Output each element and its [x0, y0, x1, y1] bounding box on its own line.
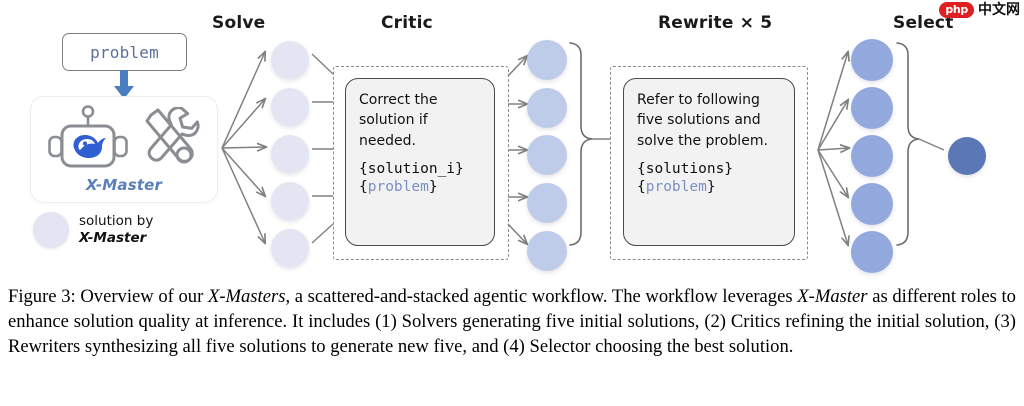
- solve-to-critic-connectors: [311, 53, 334, 244]
- caption-text: as different roles to enhance solution q…: [8, 286, 1016, 358]
- critic-prompt-dashed-region: [333, 66, 509, 260]
- solution-circle-rewrite-2: [851, 87, 893, 129]
- solution-circle-rewrite-4: [851, 183, 893, 225]
- rewrite-prompt-dashed-region: [610, 66, 808, 260]
- solution-circle-rewrite-3: [851, 135, 893, 177]
- solution-circle-critic-4: [527, 183, 567, 223]
- solution-circle-critic-2: [527, 88, 567, 128]
- solution-circle-rewrite-5: [851, 231, 893, 273]
- solution-circle-solve-3: [271, 135, 309, 173]
- rewrite-prompt-variable-1: {solutions}: [637, 160, 734, 177]
- brace-to-final-connector: [918, 138, 945, 151]
- workflow-diagram: Solve Critic Rewrite × 5 Select problem: [30, 13, 986, 273]
- problem-input-box: problem: [62, 33, 187, 71]
- caption-emphasis: X-Master: [797, 286, 868, 307]
- down-arrow-icon: [114, 70, 134, 99]
- legend: solution by X-Master: [33, 212, 153, 248]
- site-watermark: php 中文网: [939, 2, 1020, 18]
- solution-circle-solve-2: [271, 88, 309, 126]
- critic-prompt-card: Correct the solution if needed. {solution…: [345, 78, 495, 246]
- x-master-agent-card: X-Master: [30, 96, 218, 203]
- legend-label: solution by X-Master: [79, 213, 153, 248]
- solution-circle-critic-3: [527, 135, 567, 175]
- caption-emphasis: X-Masters: [207, 286, 286, 307]
- agent-name-label: X-Master: [85, 176, 163, 194]
- wrench-screwdriver-icon: [145, 107, 200, 164]
- critic-prompt-instruction: Correct the solution if needed.: [359, 92, 438, 149]
- caption-text: , a scattered-and-stacked agentic workfl…: [285, 286, 798, 307]
- critic-prompt-variable-2: {problem}: [359, 179, 438, 196]
- solve-fanout-arrows: [221, 52, 266, 243]
- solution-circle-solve-5: [271, 229, 309, 267]
- robot-whale-icon: [48, 105, 128, 168]
- figure-caption: Figure 3: Overview of our X-Masters, a s…: [8, 284, 1016, 360]
- stage-label-solve: Solve: [212, 13, 266, 33]
- caption-text: Figure 3: Overview of our: [8, 286, 208, 307]
- critic-gather-brace: [569, 42, 593, 246]
- select-gather-brace: [896, 42, 920, 246]
- solution-circle-solve-1: [271, 41, 309, 79]
- stage-label-select: Select: [893, 13, 954, 33]
- legend-solution-swatch: [33, 212, 69, 248]
- solution-circle-rewrite-1: [851, 39, 893, 81]
- solution-circle-solve-4: [271, 182, 309, 220]
- problem-label: problem: [90, 42, 159, 62]
- legend-line-2: X-Master: [79, 230, 147, 246]
- php-badge-icon: php: [939, 2, 974, 18]
- stage-label-critic: Critic: [381, 13, 433, 33]
- critic-prompt-variable-1: {solution_i}: [359, 160, 464, 177]
- rewrite-prompt-card: Refer to following five solutions and so…: [623, 78, 795, 246]
- solution-circle-critic-1: [527, 40, 567, 80]
- stage-label-rewrite: Rewrite × 5: [658, 13, 773, 33]
- selected-solution-circle: [948, 137, 986, 175]
- rewrite-prompt-variable-2: {problem}: [637, 179, 716, 196]
- critic-output-arrows: [507, 56, 527, 244]
- solution-circle-critic-5: [527, 231, 567, 271]
- rewrite-fanout-arrows: [817, 52, 849, 245]
- rewrite-prompt-instruction: Refer to following five solutions and so…: [637, 92, 768, 149]
- legend-line-1: solution by: [79, 212, 154, 229]
- watermark-label: 中文网: [978, 2, 1020, 18]
